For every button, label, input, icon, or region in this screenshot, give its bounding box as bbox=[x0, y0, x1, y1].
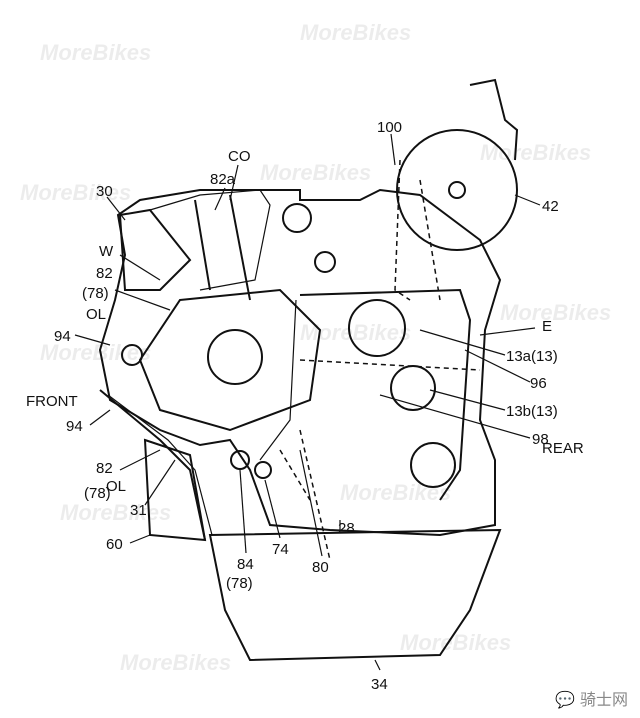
label-94-bot: 94 bbox=[66, 418, 83, 435]
svg-text:MoreBikes: MoreBikes bbox=[60, 500, 171, 525]
label-78-84: (78) bbox=[226, 575, 253, 592]
label-78-top: (78) bbox=[82, 285, 109, 302]
label-ol-top: OL bbox=[86, 306, 106, 323]
label-13a: 13a(13) bbox=[506, 348, 558, 365]
svg-text:MoreBikes: MoreBikes bbox=[340, 480, 451, 505]
label-30: 30 bbox=[96, 183, 113, 200]
label-w: W bbox=[99, 243, 114, 260]
label-42: 42 bbox=[542, 198, 559, 215]
label-co: CO bbox=[228, 148, 251, 165]
engine-block bbox=[98, 188, 502, 537]
site-logo: 💬 骑士网 bbox=[555, 690, 628, 710]
svg-text:MoreBikes: MoreBikes bbox=[20, 180, 131, 205]
label-34: 34 bbox=[371, 676, 388, 693]
cylinder-head-30 bbox=[118, 208, 192, 291]
label-78-bot: (78) bbox=[84, 485, 111, 502]
label-e: E bbox=[542, 318, 552, 335]
reference-labels: CO 82a 30 100 42 W 82 (78) OL 94 E 13a(1… bbox=[26, 119, 584, 693]
part-60 bbox=[143, 438, 207, 542]
label-80: 80 bbox=[312, 559, 329, 576]
svg-text:MoreBikes: MoreBikes bbox=[120, 650, 231, 675]
svg-text:MoreBikes: MoreBikes bbox=[500, 300, 611, 325]
label-13b: 13b(13) bbox=[506, 403, 558, 420]
label-74: 74 bbox=[272, 541, 289, 558]
svg-text:MoreBikes: MoreBikes bbox=[260, 160, 371, 185]
label-31: 31 bbox=[130, 502, 147, 519]
label-rear: REAR bbox=[542, 440, 584, 457]
watermarks: MoreBikes MoreBikes MoreBikes MoreBikes … bbox=[20, 20, 611, 675]
label-82-top: 82 bbox=[96, 265, 113, 282]
logo-text: 骑士网 bbox=[579, 690, 628, 709]
oil-pan-34 bbox=[208, 528, 502, 662]
label-ol-bot: OL bbox=[106, 478, 126, 495]
svg-text:MoreBikes: MoreBikes bbox=[300, 20, 411, 45]
label-100: 100 bbox=[377, 119, 402, 136]
label-96: 96 bbox=[530, 375, 547, 392]
label-98: 98 bbox=[532, 431, 549, 448]
label-60: 60 bbox=[106, 536, 123, 553]
chat-bubble-icon: 💬 bbox=[554, 690, 575, 709]
balancer-13a bbox=[348, 299, 406, 357]
svg-text:MoreBikes: MoreBikes bbox=[400, 630, 511, 655]
label-front: FRONT bbox=[26, 393, 78, 410]
balancer-13b bbox=[390, 365, 436, 411]
svg-text:MoreBikes: MoreBikes bbox=[40, 40, 151, 65]
label-94-top: 94 bbox=[54, 328, 71, 345]
turbocharger-42 bbox=[396, 129, 518, 251]
label-82-bot: 82 bbox=[96, 460, 113, 477]
svg-text:MoreBikes: MoreBikes bbox=[480, 140, 591, 165]
label-28: 28 bbox=[338, 520, 355, 537]
label-84: 84 bbox=[237, 556, 254, 573]
svg-text:MoreBikes: MoreBikes bbox=[300, 320, 411, 345]
label-82a: 82a bbox=[210, 171, 236, 188]
